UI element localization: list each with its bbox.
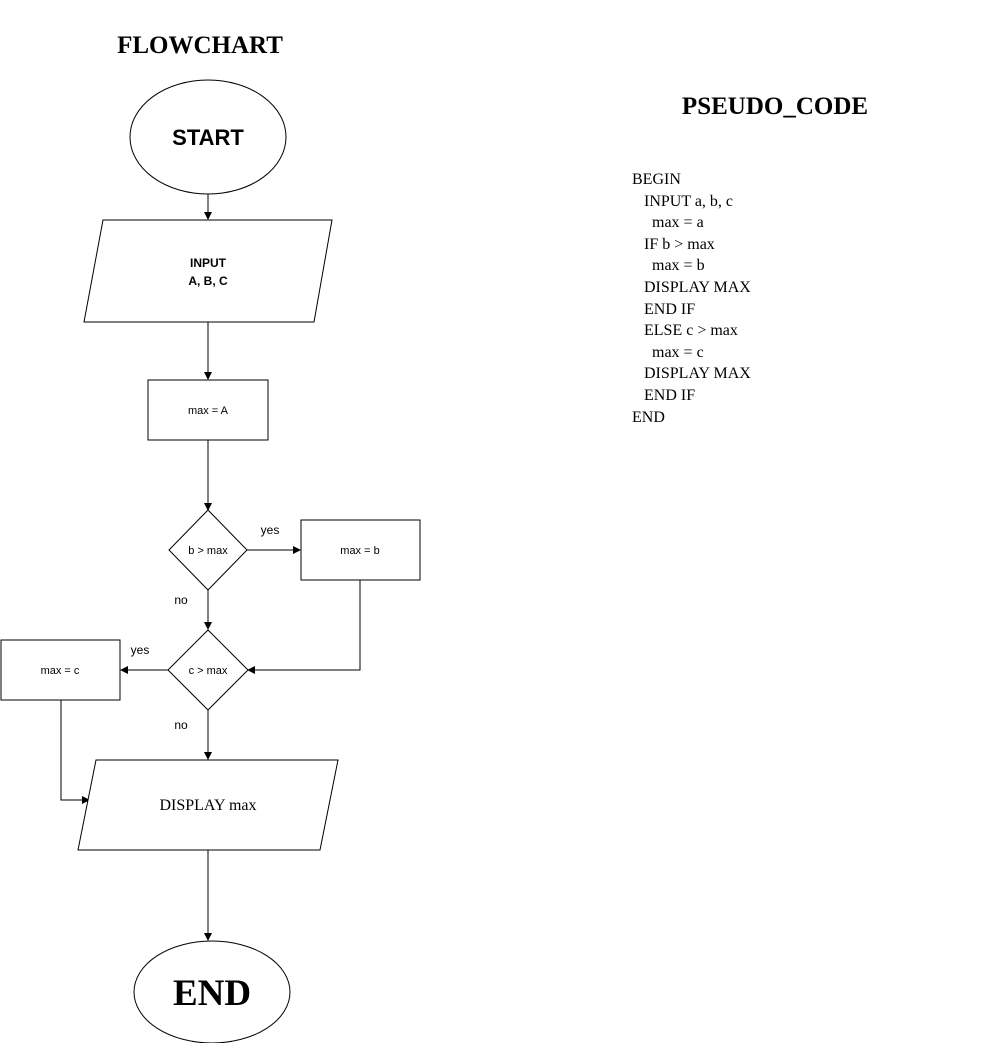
- start-label: START: [172, 125, 244, 150]
- display-node: [77, 759, 339, 851]
- assign-b-node: [300, 519, 421, 581]
- edge-label-b-no: no: [174, 593, 188, 607]
- pseudocode-line: END: [632, 408, 665, 426]
- pseudocode-line: DISPLAY MAX: [632, 365, 751, 383]
- edge-label-c-yes: yes: [131, 643, 150, 657]
- assign-c-node: [0, 639, 121, 701]
- pseudocode-line: max = b: [632, 257, 705, 275]
- flowchart-title: FLOWCHART: [117, 32, 283, 59]
- decision-b-label: b > max: [188, 545, 228, 557]
- decision-b-node: [168, 509, 248, 591]
- input-label-line1: INPUT: [190, 256, 227, 270]
- display-label: DISPLAY max: [159, 797, 256, 814]
- assign-a-label: max = A: [188, 405, 229, 417]
- end-terminal: [133, 940, 291, 1043]
- pseudocode-line: END IF: [632, 300, 696, 318]
- assign-c-label: max = c: [41, 665, 80, 677]
- assign-a-node: [147, 379, 269, 441]
- edge-label-c-no: no: [174, 718, 188, 732]
- pseudocode-line: DISPLAY MAX: [632, 278, 751, 296]
- end-label: END: [173, 973, 251, 1014]
- start-terminal: [129, 79, 287, 195]
- edge-assign-b-to-decision-c: [247, 580, 361, 674]
- pseudocode-title: PSEUDO_CODE: [682, 93, 868, 120]
- pseudocode-line: max = a: [632, 214, 704, 232]
- edge-assign-c-to-display: [60, 700, 90, 804]
- input-label-line2: A, B, C: [188, 274, 228, 288]
- decision-c-label: c > max: [189, 665, 228, 677]
- edge-label-b-yes: yes: [261, 523, 280, 537]
- pseudocode-line: INPUT a, b, c: [632, 192, 734, 210]
- input-node: [83, 219, 333, 323]
- pseudocode-line: ELSE c > max: [632, 322, 738, 340]
- assign-b-label: max = b: [340, 545, 379, 557]
- pseudocode-line: max = c: [632, 343, 704, 361]
- decision-c-node: [167, 629, 249, 711]
- pseudocode-block: BEGIN INPUT a, b, c max = a IF b > max m…: [632, 169, 751, 428]
- pseudocode-line: BEGIN: [632, 171, 681, 188]
- pseudocode-line: END IF: [632, 386, 696, 404]
- pseudocode-line: IF b > max: [632, 235, 715, 253]
